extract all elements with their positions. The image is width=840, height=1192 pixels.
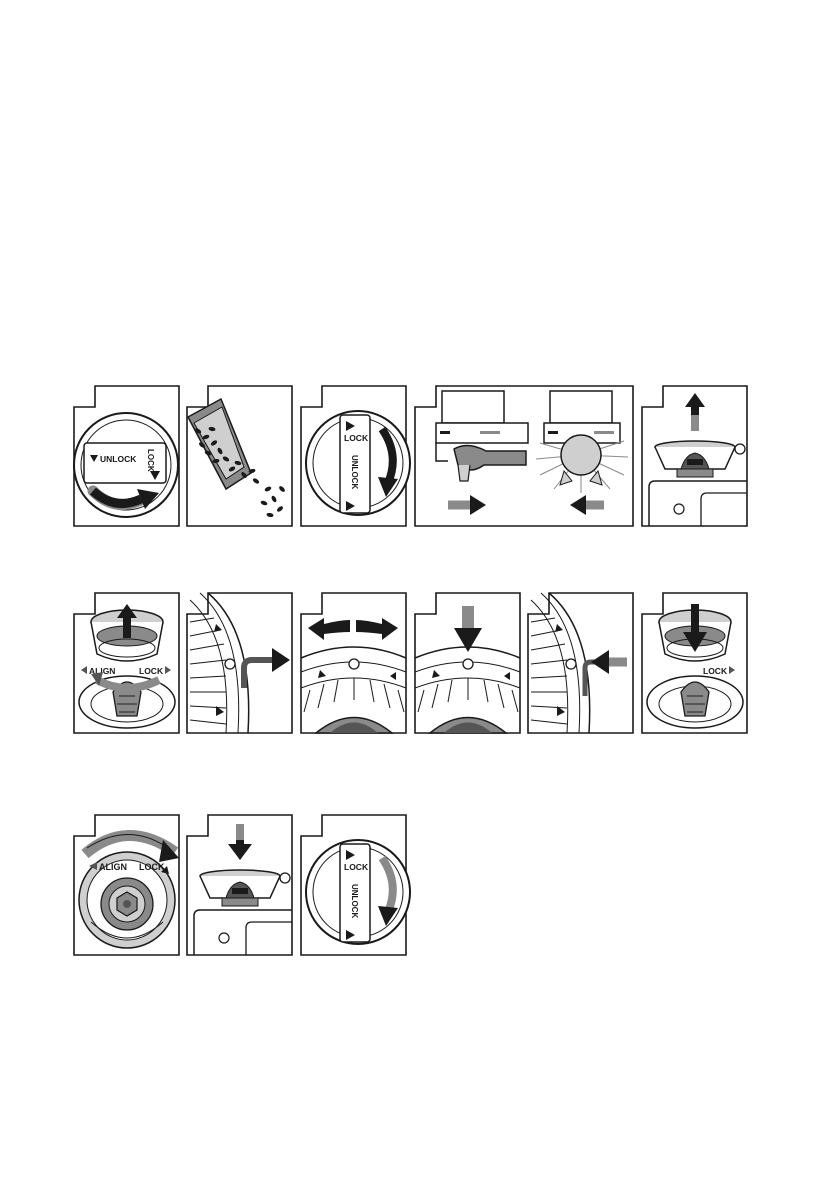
step-lock-hopper-panel: LOCK UNLOCK (300, 385, 407, 527)
burr-lock-top-view: ALIGN LOCK (73, 814, 180, 956)
lock-dial-illustration: LOCK UNLOCK (300, 385, 407, 527)
power-icon (674, 504, 684, 514)
tool-remove-closeup (527, 592, 634, 734)
unlock-label: UNLOCK (350, 455, 359, 489)
lift-hopper-illustration (641, 385, 748, 527)
unlock-label: UNLOCK (350, 884, 359, 918)
ring-adjust-closeup (300, 592, 407, 734)
lock-label: LOCK (344, 433, 369, 443)
align-label: ALIGN (99, 862, 127, 872)
unlock-dial-illustration: UNLOCK LOCK (73, 385, 180, 527)
lock-label: LOCK (139, 862, 165, 872)
power-icon (219, 933, 229, 943)
step-unlock-hopper-panel: UNLOCK LOCK (73, 385, 180, 527)
press-hopper-illustration (186, 814, 293, 956)
lock-label: LOCK (146, 449, 155, 472)
lock-label: LOCK (344, 862, 369, 872)
step-burr-ring-tool-panel (186, 592, 293, 734)
step-refit-hopper-panel (186, 814, 293, 956)
ring-press-closeup (414, 592, 521, 734)
step-grinder-activate-panel (414, 385, 634, 527)
step-lock-burr-panel: ALIGN LOCK (73, 814, 180, 956)
step-remove-burr-panel: ALIGN LOCK (73, 592, 180, 734)
step-remove-hopper-panel (641, 385, 748, 527)
unlock-label: UNLOCK (100, 454, 137, 464)
step-press-ring-panel (414, 592, 521, 734)
lock-label: LOCK (703, 666, 728, 676)
final-lock-dial-illustration: LOCK UNLOCK (300, 814, 407, 956)
lift-burr-illustration: ALIGN LOCK (73, 592, 180, 734)
grinder-illustration (414, 385, 634, 527)
beans-pouring-illustration (186, 385, 293, 527)
lock-label: LOCK (139, 666, 164, 676)
portafilter-front-icon (561, 435, 601, 475)
step-adjust-ring-panel (300, 592, 407, 734)
insert-burr-illustration: LOCK (641, 592, 748, 734)
step-final-lock-panel: LOCK UNLOCK (300, 814, 407, 956)
step-insert-burr-panel: LOCK (641, 592, 748, 734)
burr-ring-closeup (186, 592, 293, 734)
step-remove-tool-panel (527, 592, 634, 734)
step-empty-beans-panel (186, 385, 293, 527)
